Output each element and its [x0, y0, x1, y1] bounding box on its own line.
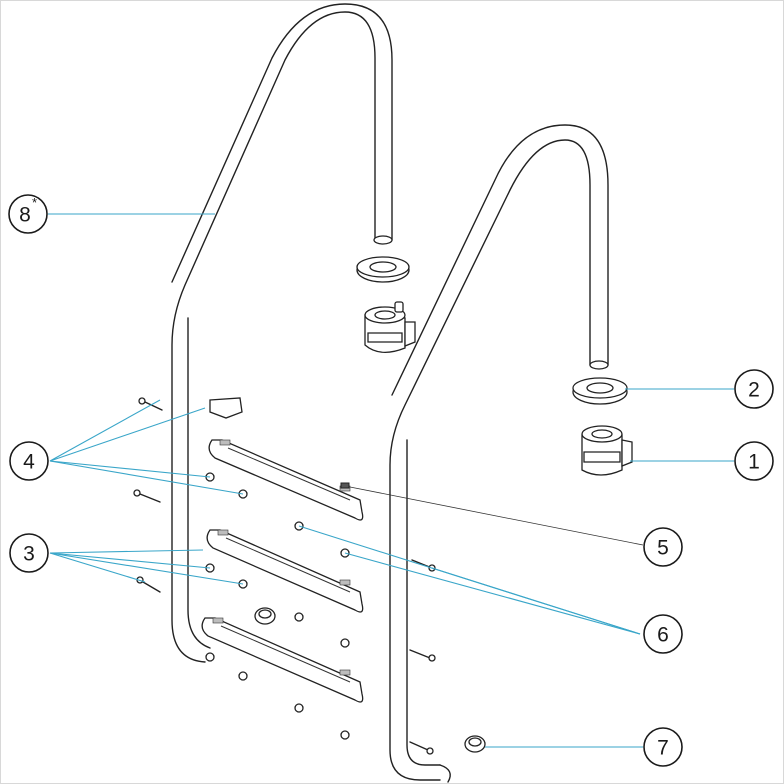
- callout-7: 7: [643, 727, 683, 767]
- left-handrail: [171, 3, 393, 663]
- leader-lines: [48, 213, 734, 748]
- callout-2: 2: [734, 369, 774, 409]
- step-marker: [340, 482, 350, 489]
- left-escutcheon: [356, 256, 410, 283]
- callout-7-label: 7: [657, 737, 669, 760]
- caps: [254, 607, 486, 753]
- callout-8-superscript: *: [32, 195, 37, 210]
- callout-8-label: 8: [19, 204, 31, 227]
- right-escutcheon: [572, 377, 628, 405]
- callout-1: 1: [734, 441, 774, 481]
- callout-4-label: 4: [23, 451, 35, 474]
- step-clip: [209, 397, 243, 419]
- step-top: [208, 439, 364, 521]
- right-handrail: [389, 124, 609, 783]
- callout-2-label: 2: [748, 379, 760, 402]
- step-bottom: [201, 617, 364, 703]
- nuts: [205, 472, 350, 740]
- callout-5-label: 5: [657, 537, 669, 560]
- callout-4: 4: [9, 441, 49, 481]
- callout-5: 5: [643, 527, 683, 567]
- step-middle: [206, 529, 364, 613]
- callout-3: 3: [9, 533, 49, 573]
- right-anchor: [581, 425, 633, 476]
- left-anchor: [364, 301, 416, 353]
- callout-8: 8 *: [8, 194, 48, 234]
- callout-3-label: 3: [23, 543, 35, 566]
- callout-1-label: 1: [748, 451, 760, 474]
- callout-6: 6: [643, 614, 683, 654]
- callout-6-label: 6: [657, 624, 669, 647]
